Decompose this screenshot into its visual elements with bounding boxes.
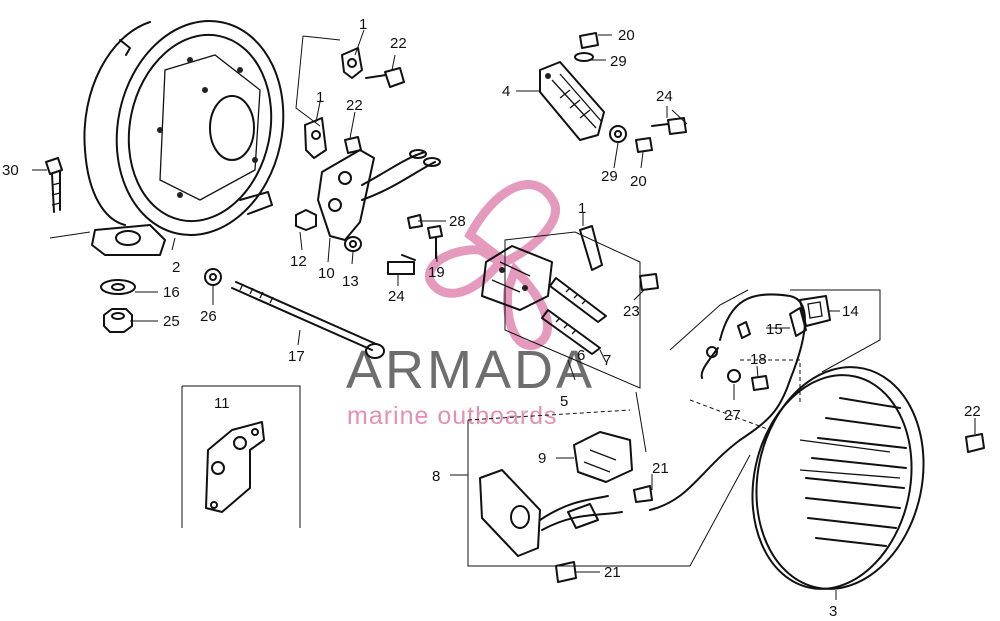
callout-24-upper: 24	[656, 88, 673, 105]
callout-25: 25	[163, 313, 180, 330]
screw-18	[751, 375, 769, 391]
screw-24-upper	[651, 117, 687, 135]
callout-3: 3	[829, 603, 837, 620]
bolt-30	[45, 157, 63, 213]
clip-1-mid	[304, 117, 327, 159]
callout-21-lower: 21	[604, 564, 621, 581]
callout-23: 23	[623, 303, 640, 320]
callout-1-upper: 1	[359, 16, 367, 33]
callout-16: 16	[163, 284, 180, 301]
callout-14: 14	[842, 303, 859, 320]
washer-27	[727, 369, 741, 383]
screw-21-lower	[555, 561, 577, 583]
terminal-block-4	[539, 61, 605, 141]
callout-12: 12	[290, 253, 307, 270]
callout-4: 4	[502, 83, 510, 100]
callout-22-upper: 22	[390, 35, 407, 52]
callout-28: 28	[449, 213, 466, 230]
bracket-11-frame	[181, 385, 301, 528]
callout-22-mid: 22	[346, 97, 363, 114]
callout-5: 5	[560, 393, 568, 410]
screw-23	[639, 273, 659, 291]
screw-22-upper	[365, 67, 405, 88]
callout-21-upper: 21	[652, 460, 669, 477]
stator-base-housing	[83, 19, 285, 256]
washer-13	[344, 236, 362, 252]
cover-plate-3	[751, 366, 925, 590]
callout-11: 11	[214, 395, 230, 412]
rectifier-assembly-5	[481, 245, 607, 355]
callout-leaders	[32, 29, 976, 600]
cdi-unit-8	[479, 469, 623, 557]
screw-21-upper	[633, 485, 653, 503]
callout-26: 26	[200, 308, 217, 325]
callout-29-top: 29	[610, 53, 627, 70]
callout-17: 17	[288, 348, 305, 365]
callout-18: 18	[750, 351, 767, 368]
clip-1-upper	[341, 47, 363, 79]
washer-16	[100, 279, 136, 295]
screw-28	[407, 214, 423, 229]
screw-20-mid	[635, 137, 653, 153]
callout-24-lower: 24	[388, 288, 405, 305]
callout-7: 7	[603, 352, 611, 369]
nut-25	[103, 308, 133, 333]
pulser-bracket-10	[317, 149, 441, 241]
washer-29-mid	[609, 125, 627, 143]
screw-19	[427, 225, 443, 259]
screw-24-lower	[387, 254, 416, 275]
washer-26	[204, 268, 222, 286]
callout-1-mid: 1	[316, 89, 324, 106]
callout-20-mid: 20	[630, 173, 647, 190]
wire-harness	[649, 293, 831, 511]
callout-9: 9	[538, 450, 546, 467]
coil-9	[573, 431, 633, 483]
washer-29-top	[574, 52, 594, 62]
callout-27: 27	[724, 407, 741, 424]
callout-29-mid: 29	[601, 168, 618, 185]
callout-15: 15	[766, 321, 783, 338]
callout-6: 6	[577, 347, 585, 364]
clip-1-right	[579, 225, 603, 271]
callout-13: 13	[342, 273, 359, 290]
armada-logo-icon	[425, 180, 560, 350]
spacer-12	[295, 209, 317, 231]
callout-19: 19	[428, 264, 445, 281]
watermark-tagline: marine outboards	[347, 402, 558, 430]
callout-8: 8	[432, 468, 440, 485]
callout-1-right: 1	[578, 200, 586, 217]
screw-22-right	[965, 433, 985, 453]
callout-30: 30	[2, 162, 19, 179]
callout-20-top: 20	[618, 27, 635, 44]
callout-10: 10	[318, 265, 335, 282]
callout-22-right: 22	[964, 403, 981, 420]
screw-20-top	[579, 32, 599, 49]
callout-2: 2	[172, 259, 180, 276]
tie-rod-17	[231, 281, 385, 359]
